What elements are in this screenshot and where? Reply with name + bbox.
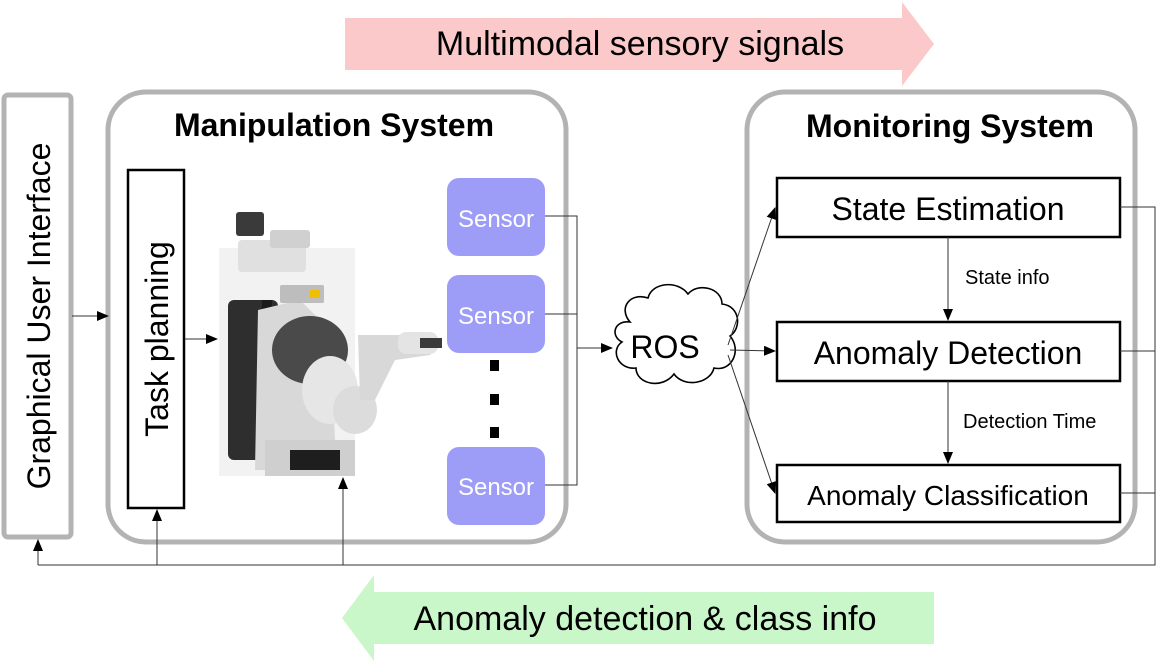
state-estimation-box: State Estimation: [775, 176, 1122, 239]
state-estimation-label: State Estimation: [832, 191, 1065, 227]
sensor-3: Sensor: [447, 447, 545, 525]
sensor-2-label: Sensor: [458, 303, 534, 330]
anomaly-classification-label: Anomaly Classification: [807, 480, 1089, 511]
pr2-robot-icon: [219, 212, 442, 476]
ros-cloud: ROS: [614, 283, 739, 385]
ros-to-monitoring-arrows: [727, 207, 777, 494]
sensor-1-label: Sensor: [458, 206, 534, 233]
gui-box: Graphical User Interface: [1, 92, 74, 540]
manipulation-system-title: Manipulation System: [174, 107, 494, 143]
gui-label: Graphical User Interface: [21, 143, 57, 490]
anomaly-classification-box: Anomaly Classification: [775, 463, 1122, 524]
task-planning-label: Task planning: [139, 241, 175, 437]
bottom-info-banner: Anomaly detection & class info: [342, 575, 934, 661]
sensors-to-ros-connector: [545, 215, 613, 486]
state-info-label: State info: [965, 267, 1050, 289]
detection-time-label: Detection Time: [963, 411, 1096, 433]
ros-label: ROS: [630, 329, 699, 365]
bottom-banner-label: Anomaly detection & class info: [413, 600, 876, 638]
sensor-2: Sensor: [447, 275, 545, 353]
feedback-connector: [33, 206, 1156, 566]
sensor-ellipsis: [490, 360, 499, 438]
sensor-3-label: Sensor: [458, 474, 534, 501]
task-planning-box: Task planning: [126, 168, 186, 510]
sensor-1: Sensor: [447, 178, 545, 256]
anomaly-detection-label: Anomaly Detection: [814, 335, 1083, 371]
monitoring-system-title: Monitoring System: [806, 108, 1094, 144]
top-banner-label: Multimodal sensory signals: [436, 25, 844, 63]
anomaly-detection-box: Anomaly Detection: [775, 320, 1122, 383]
top-signal-banner: Multimodal sensory signals: [345, 2, 934, 86]
